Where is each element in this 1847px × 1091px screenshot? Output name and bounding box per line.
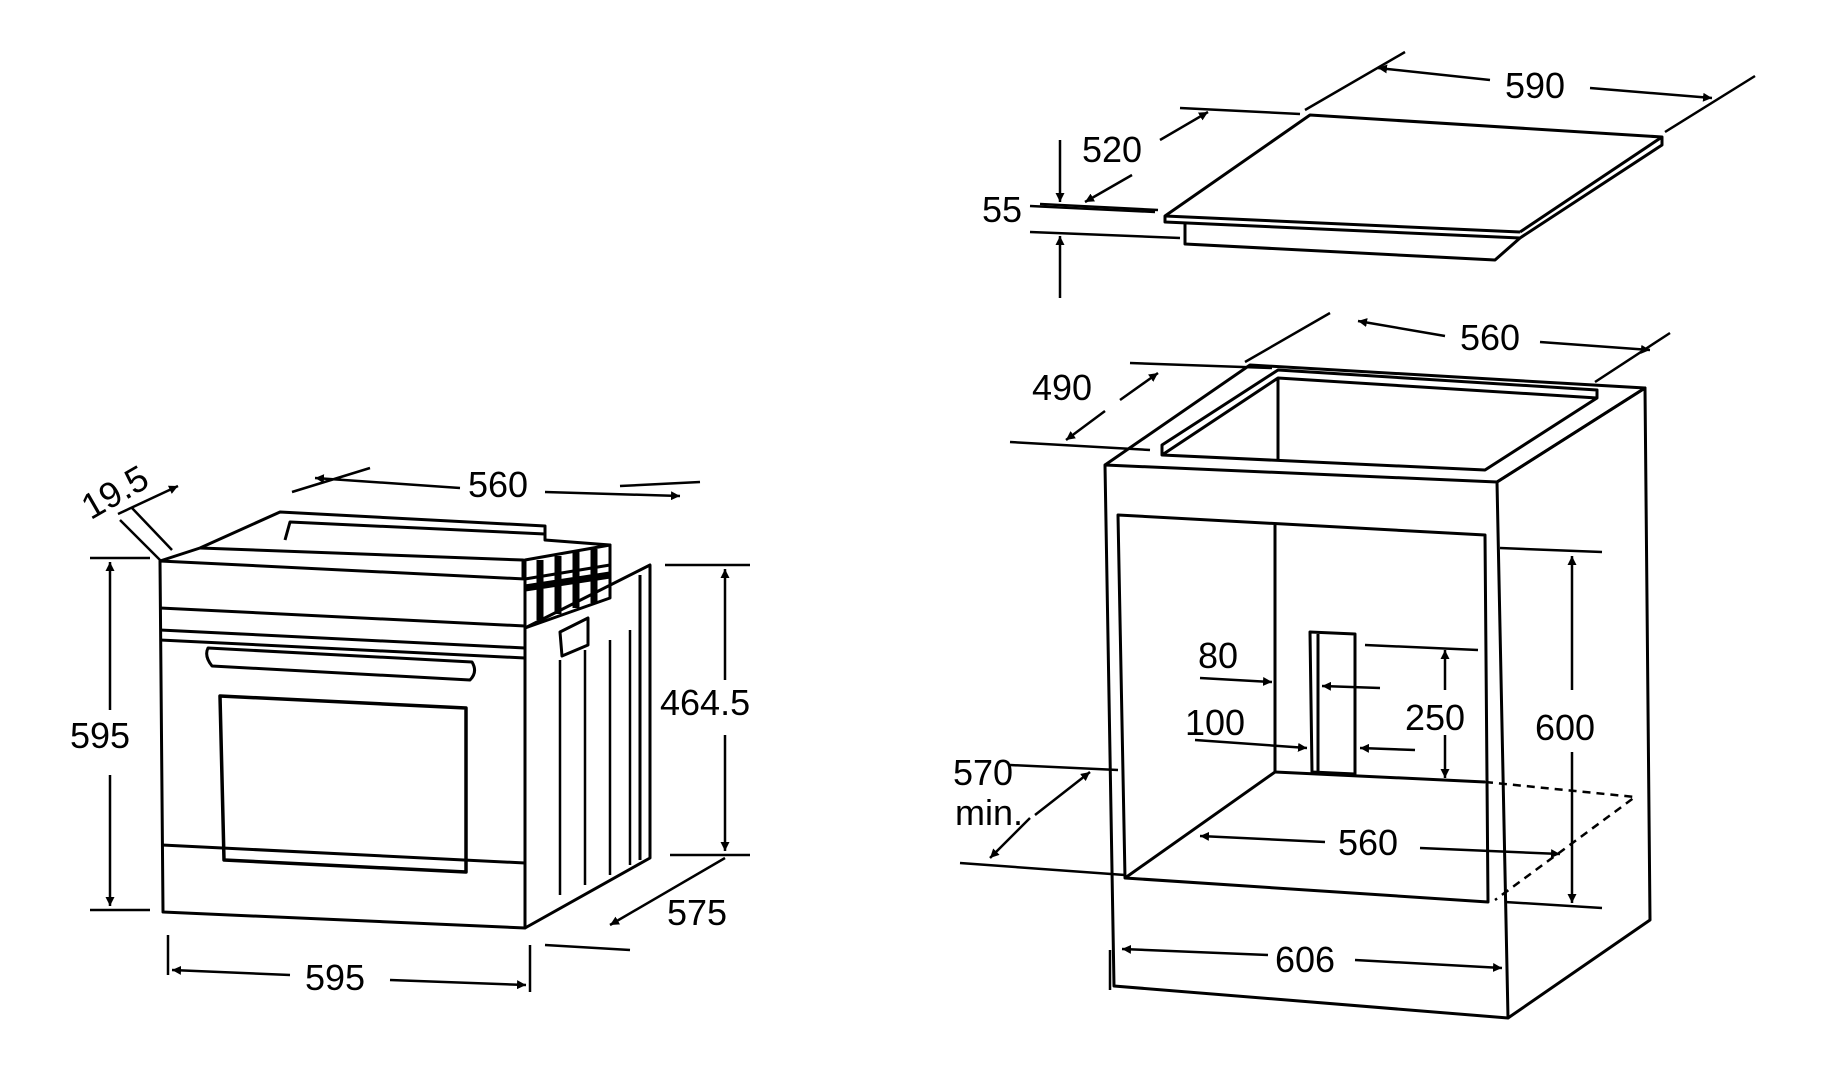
oven-side-body	[524, 563, 652, 930]
oven-handle	[205, 646, 477, 682]
hob-glass-edge-right	[1519, 135, 1663, 234]
oven-door-bottom	[161, 843, 526, 865]
cabinet-drawing	[1103, 363, 1652, 1020]
oven-vent-grid	[524, 549, 611, 620]
hob-glass-top	[1163, 113, 1664, 240]
oven-vent-box	[523, 543, 612, 630]
cabinet-vent-offset-label: 100	[1185, 702, 1245, 743]
oven-side-rails	[558, 630, 632, 895]
cabinet-dimensions	[959, 311, 1671, 990]
oven-drawing	[158, 510, 652, 930]
oven-control-strip-bottom	[159, 628, 526, 650]
cabinet-niche-height-label: 600	[1535, 707, 1595, 748]
oven-dimensions	[90, 466, 750, 992]
oven-dimension-labels: 560 19.5 595 464.5 575 595	[70, 457, 750, 998]
cabinet-niche-floor-edge	[1124, 770, 1276, 880]
cabinet-niche-width-label: 560	[1338, 822, 1398, 863]
hob-glass-edge	[1164, 214, 1521, 234]
hob-thickness-label: 55	[982, 189, 1022, 230]
cabinet-vent-slot	[1308, 630, 1357, 776]
cabinet-vent-height-label: 250	[1405, 697, 1465, 738]
oven-inner-height-label: 464.5	[660, 682, 750, 723]
oven-depth-label: 575	[667, 892, 727, 933]
hob-depth-label: 520	[1082, 129, 1142, 170]
oven-top-step	[199, 546, 525, 579]
cabinet-outer-width-label: 606	[1275, 939, 1335, 980]
oven-window	[218, 694, 468, 874]
hob-dimension-labels: 590 520 55	[982, 65, 1565, 230]
oven-front-thickness-label: 19.5	[74, 457, 155, 528]
hob-width-label: 590	[1505, 65, 1565, 106]
cabinet-floor-dashed	[1484, 780, 1637, 902]
oven-top-plate	[283, 520, 546, 541]
oven-door-top	[159, 638, 526, 660]
hob-drawing	[1163, 113, 1664, 262]
oven-bracket	[558, 616, 590, 658]
cabinet-front-face	[1103, 463, 1510, 1020]
cabinet-niche-depth-suffix-label: min.	[955, 792, 1023, 833]
cabinet-niche-opening	[1116, 513, 1490, 904]
cabinet-cutout-width-label: 560	[1460, 317, 1520, 358]
oven-height-label: 595	[70, 715, 130, 756]
cabinet-side-face	[1496, 386, 1652, 1020]
cabinet-top-cutout	[1160, 376, 1599, 472]
hob-dimensions	[1029, 50, 1756, 298]
oven-width-label: 595	[305, 957, 365, 998]
cabinet-cutout-depth-label: 490	[1032, 367, 1092, 408]
hob-base	[1183, 223, 1521, 262]
cabinet-niche-depth-value-label: 570	[953, 752, 1013, 793]
cabinet-top-cutout-inner	[1160, 368, 1599, 455]
cabinet-niche-back-bottom	[1274, 770, 1486, 784]
cabinet-dimension-labels: 560 490 80 100 250 600 570 min. 560 606	[953, 317, 1595, 980]
cabinet-vent-width-label: 80	[1198, 635, 1238, 676]
oven-depth-top-label: 560	[468, 464, 528, 505]
oven-control-strip	[159, 606, 526, 628]
